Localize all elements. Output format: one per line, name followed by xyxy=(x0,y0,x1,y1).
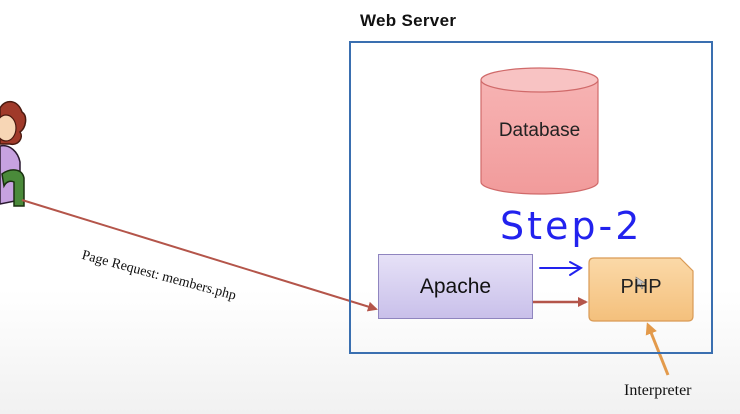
web-server-box xyxy=(349,41,713,354)
interpreter-arrow xyxy=(645,322,670,376)
web-server-title: Web Server xyxy=(360,11,457,30)
step-annotation: Step-2 xyxy=(500,204,643,248)
interpreter-label: Interpreter xyxy=(624,382,692,399)
database-cylinder xyxy=(480,67,599,195)
user-figure-icon xyxy=(0,100,27,207)
apache-label: Apache xyxy=(419,274,492,298)
php-shape xyxy=(588,257,694,322)
mouse-cursor-icon xyxy=(635,276,646,290)
database-label: Database xyxy=(498,120,581,141)
request-arrow xyxy=(21,199,378,312)
apache-box: Apache xyxy=(378,254,533,319)
php-label: PHP xyxy=(620,276,662,298)
handdrawn-arrow xyxy=(539,261,583,276)
